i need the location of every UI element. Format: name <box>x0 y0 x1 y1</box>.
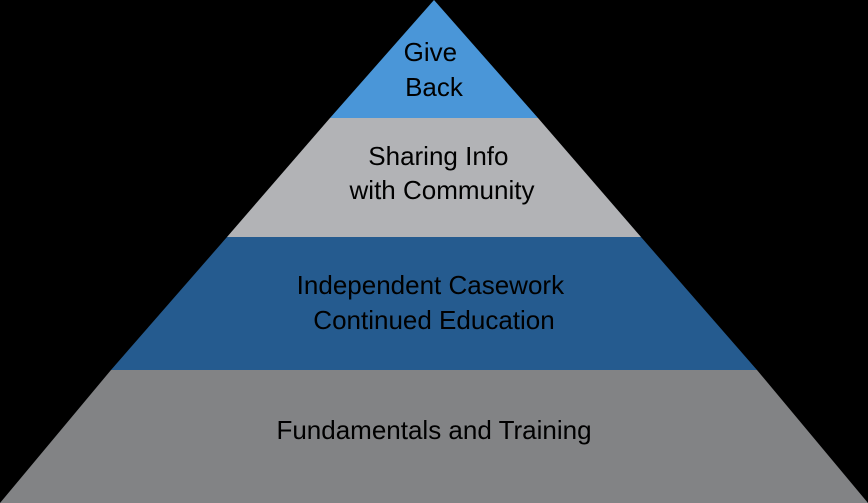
tier-independent-casework-label: Independent Casework Continued Education <box>297 270 572 335</box>
tier-give-back-line-2: Back <box>405 72 464 102</box>
tier-fundamentals <box>0 370 868 503</box>
tier-sharing-info-line-2: with Community <box>349 175 535 205</box>
tier-independent-casework-line-2: Continued Education <box>313 305 554 335</box>
tier-fundamentals-line-1: Fundamentals and Training <box>276 415 591 445</box>
tier-independent-casework <box>111 237 757 370</box>
tier-sharing-info <box>227 118 641 237</box>
tier-give-back-line-1: Give <box>404 37 457 67</box>
tier-sharing-info-line-1: Sharing Info <box>368 141 508 171</box>
tier-sharing-info-label: Sharing Info with Community <box>349 141 535 205</box>
tier-give-back-label: Give Back <box>404 37 465 102</box>
tier-fundamentals-label: Fundamentals and Training <box>276 415 591 445</box>
tier-independent-casework-line-1: Independent Casework <box>297 270 565 300</box>
tier-give-back <box>330 0 538 118</box>
